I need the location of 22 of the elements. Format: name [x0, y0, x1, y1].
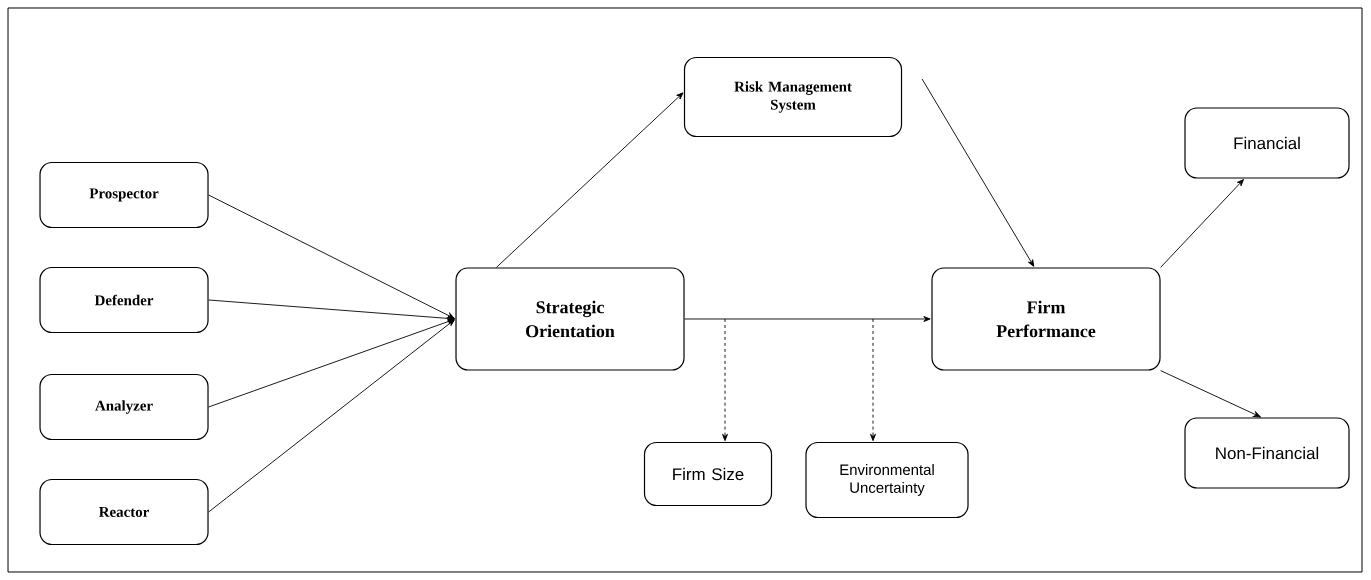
box: Reactor — [39, 478, 209, 546]
box: Prospector — [39, 161, 209, 229]
box: Firm Size — [643, 441, 773, 507]
arrow — [921, 78, 1035, 267]
arrow — [208, 194, 455, 319]
arrow — [208, 318, 455, 408]
box: Firm Performance — [931, 267, 1161, 371]
arrow — [870, 318, 876, 442]
arrow — [495, 92, 684, 268]
arrow — [1160, 179, 1244, 268]
arrow — [208, 299, 455, 322]
box: Defender — [39, 266, 209, 334]
arrow — [1160, 370, 1261, 418]
box: Non-Financial — [1184, 417, 1350, 489]
box: Analyzer — [39, 373, 209, 441]
arrow — [208, 319, 455, 513]
arrow — [684, 316, 931, 322]
box: Strategic Orientation — [455, 267, 685, 371]
box: Risk Management System — [683, 56, 903, 138]
box: Environmental Uncertainty — [805, 441, 969, 519]
arrow — [722, 318, 728, 442]
box: Financial — [1184, 107, 1350, 179]
